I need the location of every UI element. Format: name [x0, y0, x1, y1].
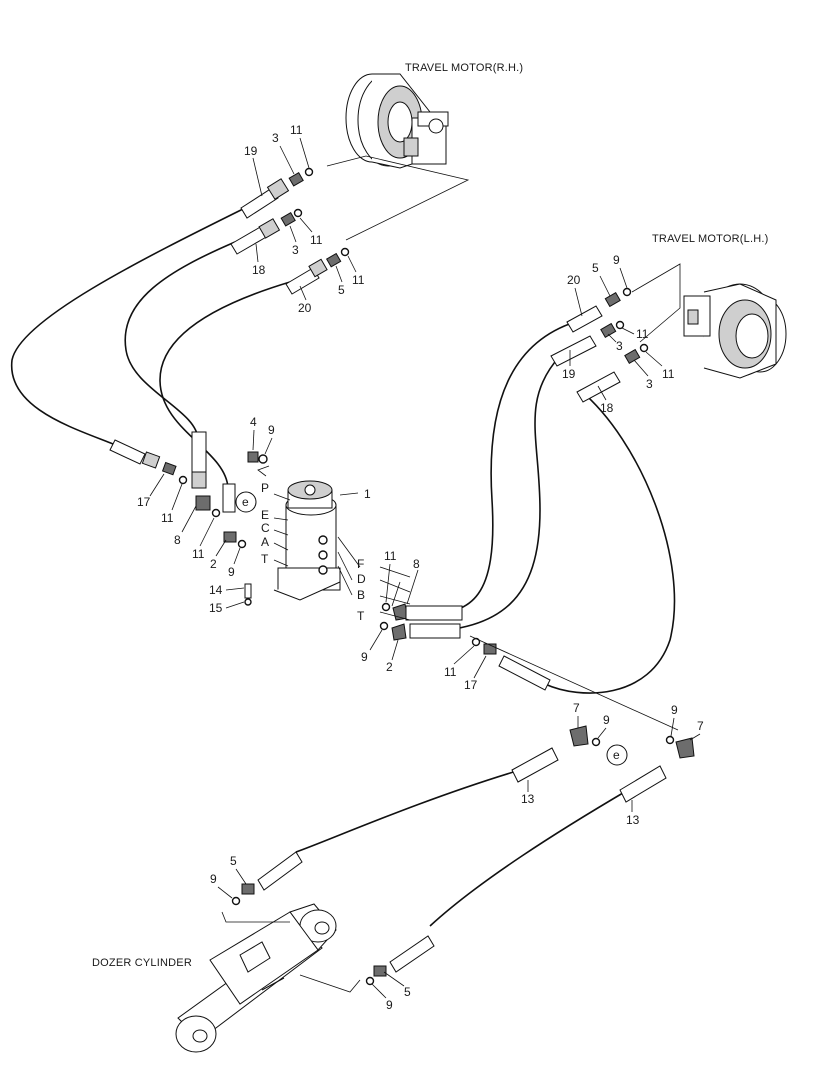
callout: 5 [404, 985, 411, 999]
port-letter: E [261, 508, 269, 522]
lower-fittings [231, 725, 695, 986]
callout: 11 [310, 233, 323, 247]
callout: 7 [573, 701, 580, 715]
callout: 11 [192, 547, 205, 561]
callouts-center-right: 1 11 8 9 2 11 17 [361, 487, 487, 692]
callout: 11 [444, 665, 457, 679]
callout: 18 [252, 263, 266, 277]
title-travel-motor-lh: TRAVEL MOTOR(L.H.) [652, 233, 768, 245]
callout: 20 [567, 273, 581, 287]
center-fittings [109, 431, 268, 606]
callout: 9 [210, 872, 217, 886]
callout: 5 [592, 261, 599, 275]
callout: 3 [272, 131, 279, 145]
callout: 14 [209, 583, 223, 597]
port-letter: A [261, 535, 269, 549]
callout: 11 [161, 511, 174, 525]
callout: 3 [646, 377, 653, 391]
callout: 11 [352, 273, 365, 287]
callout: 18 [600, 401, 614, 415]
callout: 9 [268, 423, 275, 437]
callouts-lower: 7 9 9 7 13 13 5 9 5 9 [210, 701, 704, 1012]
port-letter: B [357, 588, 365, 602]
port-letter: T [357, 609, 365, 623]
swivel-joint [273, 480, 341, 601]
callout: 9 [386, 998, 393, 1012]
callouts-center-left: 4 9 17 11 8 11 2 9 14 15 [137, 415, 275, 615]
callout: 9 [361, 650, 368, 664]
dozer-cylinder [175, 903, 337, 1053]
reference-mark-e-lower: e [613, 748, 620, 762]
callout: 17 [137, 495, 151, 509]
callout: 15 [209, 601, 223, 615]
callout: 7 [697, 719, 704, 733]
lh-fittings [550, 287, 649, 403]
callouts-rh: 19 3 11 3 11 18 5 11 20 [244, 123, 365, 315]
callout: 9 [613, 253, 620, 267]
leader-lines [221, 155, 681, 993]
reference-mark-e-upper: e [242, 495, 249, 509]
callout: 11 [290, 123, 303, 137]
travel-motor-lh [683, 283, 787, 379]
callout: 8 [413, 557, 420, 571]
callout: 4 [250, 415, 257, 429]
callout: 17 [464, 678, 478, 692]
port-letter: T [261, 552, 269, 566]
reference-marks: e e [235, 491, 628, 766]
title-dozer-cylinder: DOZER CYLINDER [92, 957, 192, 969]
callout: 19 [562, 367, 576, 381]
title-travel-motor-rh: TRAVEL MOTOR(R.H.) [405, 62, 523, 74]
callout: 8 [174, 533, 181, 547]
port-letters: P E C A T F D B T [261, 481, 366, 623]
callout: 9 [603, 713, 610, 727]
hose-routes [11, 207, 676, 927]
port-letter: D [357, 572, 366, 586]
callout: 2 [210, 557, 217, 571]
callout: 9 [228, 565, 235, 579]
callouts-lh: 20 5 9 11 3 19 3 11 18 [562, 253, 675, 415]
callout: 11 [636, 327, 649, 341]
callout: 5 [338, 283, 345, 297]
callout: 3 [292, 243, 299, 257]
port-letter: F [357, 557, 364, 571]
callout: 3 [616, 339, 623, 353]
callout: 9 [671, 703, 678, 717]
callout: 2 [386, 660, 393, 674]
port-letter: C [261, 521, 270, 535]
callout: 13 [626, 813, 640, 827]
callout: 11 [662, 367, 675, 381]
callout: 20 [298, 301, 312, 315]
callout: 13 [521, 792, 535, 806]
travel-motor-rh [345, 73, 449, 169]
callout: 19 [244, 144, 258, 158]
rh-fittings [230, 167, 350, 295]
callout: 11 [384, 549, 397, 563]
port-letter: P [261, 481, 269, 495]
center-right-fittings [379, 602, 551, 691]
callout: 5 [230, 854, 237, 868]
callout: 1 [364, 487, 371, 501]
